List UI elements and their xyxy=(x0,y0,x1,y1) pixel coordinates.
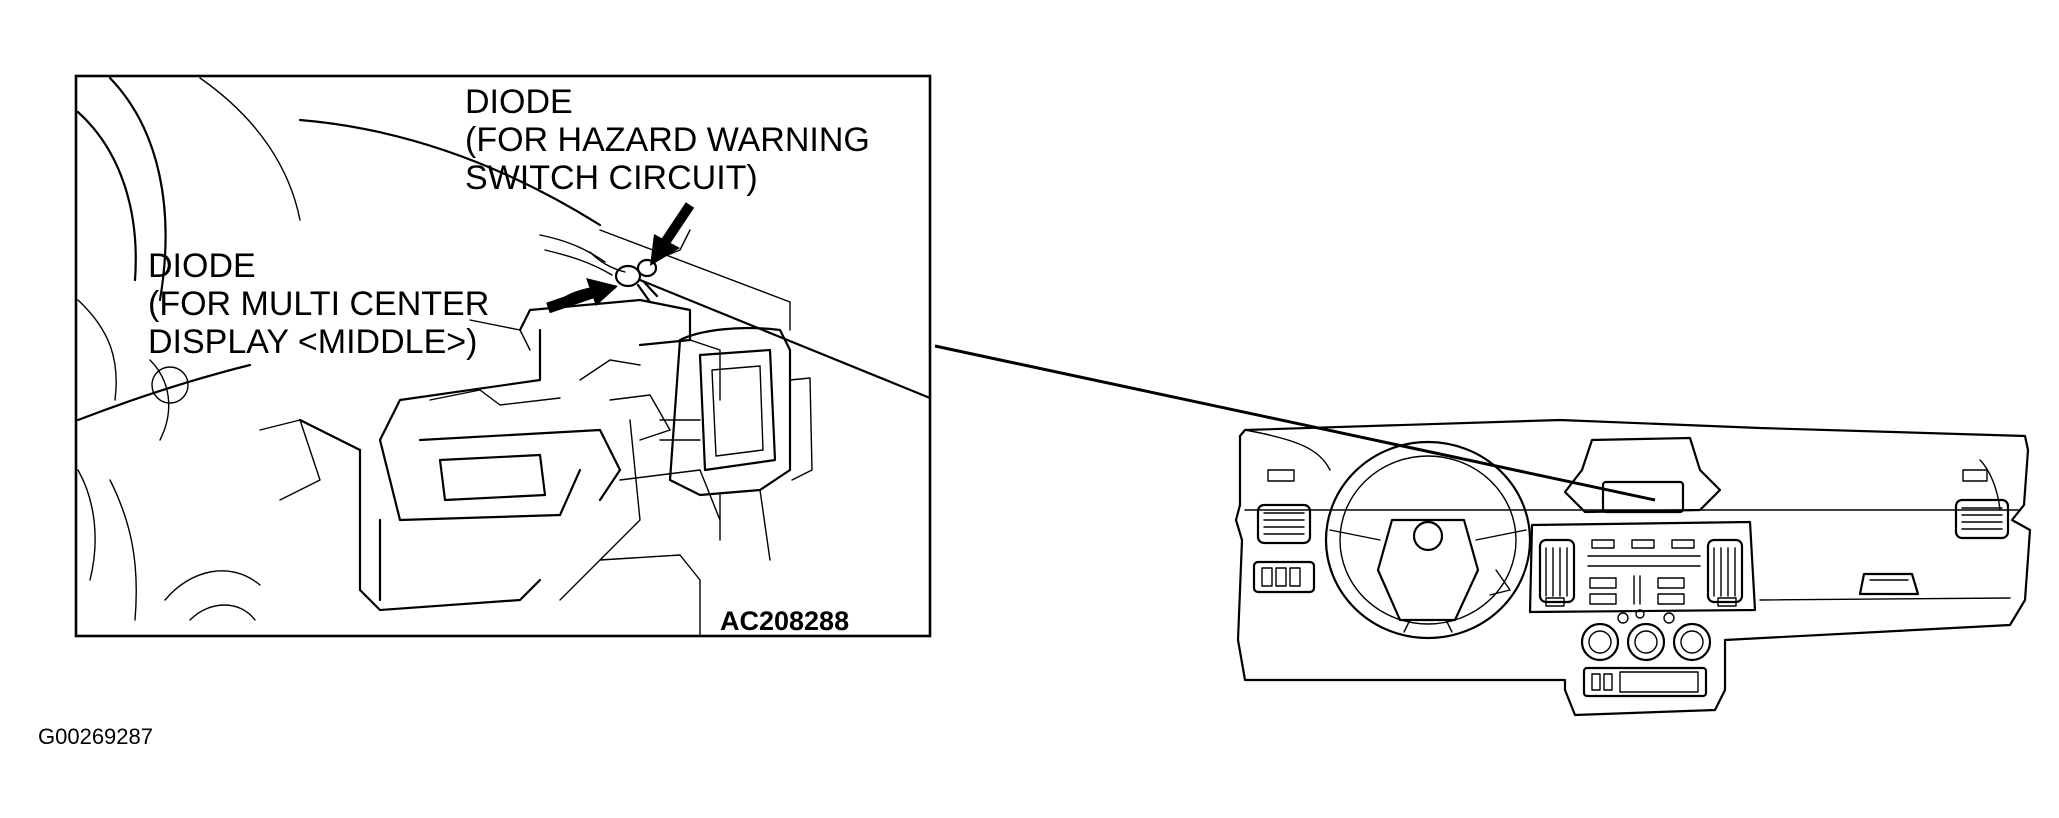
leader-line xyxy=(934,344,1656,502)
hazard-diode-line-3: SWITCH CIRCUIT) xyxy=(465,159,758,197)
hazard-diode-line-1: DIODE xyxy=(465,83,573,121)
figure-id: G00269287 xyxy=(38,724,153,749)
multi-center-diode-line-3: DISPLAY <MIDDLE>) xyxy=(148,323,477,361)
detail-line-art xyxy=(76,76,932,637)
arrow-multi-center-diode xyxy=(546,278,618,314)
detail-view: DIODE (FOR HAZARD WARNING SWITCH CIRCUIT… xyxy=(74,74,932,638)
detail-code: AC208288 xyxy=(720,606,849,636)
multi-center-diode-line-1: DIODE xyxy=(148,247,256,285)
dashboard-overview xyxy=(1234,418,2032,717)
multi-center-diode-line-2: (FOR MULTI CENTER xyxy=(148,285,489,323)
hazard-diode-line-2: (FOR HAZARD WARNING xyxy=(465,121,870,159)
detail-frame xyxy=(74,74,932,638)
arrow-hazard-diode xyxy=(650,202,695,266)
